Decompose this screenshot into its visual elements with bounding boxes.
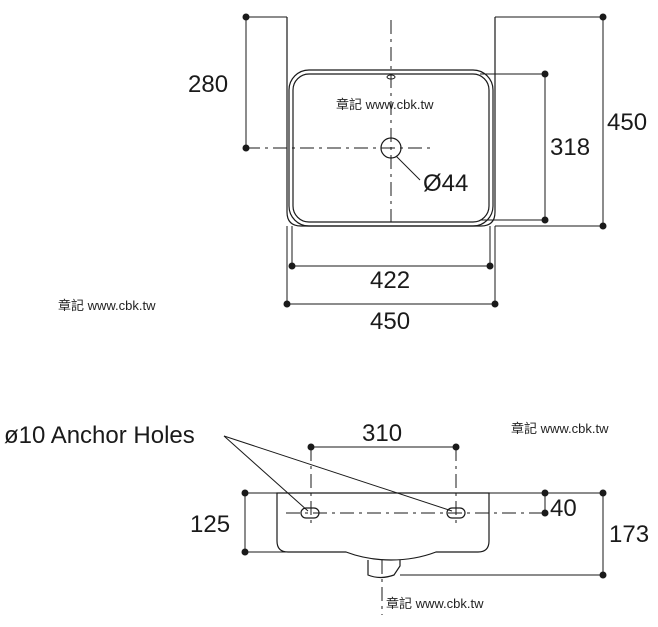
dim-dot xyxy=(491,300,499,308)
dim-label-422: 422 xyxy=(370,267,410,294)
dim-label-450-height: 450 xyxy=(607,109,647,136)
anchor-leader-right xyxy=(223,435,453,512)
watermark-right: 章記 www.cbk.tw xyxy=(511,421,609,436)
dim-dot xyxy=(599,222,607,230)
dim-dot xyxy=(241,489,249,497)
dim-label-310: 310 xyxy=(362,420,402,447)
dim-dot xyxy=(541,216,549,224)
dim-dot xyxy=(283,300,291,308)
watermark-top-center: 章記 www.cbk.tw xyxy=(336,97,434,112)
dim-dot xyxy=(242,13,250,21)
anchor-leader-left xyxy=(223,435,309,512)
dim-label-280: 280 xyxy=(188,71,228,98)
anchor-holes-label: ø10 Anchor Holes xyxy=(4,422,195,449)
dim-dot xyxy=(599,13,607,21)
dim-dot xyxy=(288,262,296,270)
bowl-outer xyxy=(288,69,494,227)
dim-dot xyxy=(307,443,315,451)
dim-dot xyxy=(541,70,549,78)
dim-label-hole: Ø44 xyxy=(423,170,468,197)
dim-label-125: 125 xyxy=(190,511,230,538)
dim-dot xyxy=(599,571,607,579)
dim-label-450-width: 450 xyxy=(370,308,410,335)
dim-dot xyxy=(541,509,549,517)
side-view: ø10 Anchor Holes 310 40 125 173 xyxy=(4,420,649,615)
dim-label-318: 318 xyxy=(550,134,590,161)
dim-dot xyxy=(452,443,460,451)
side-outline xyxy=(276,492,490,561)
watermark-left: 章記 www.cbk.tw xyxy=(58,298,156,313)
top-view: 280 450 318 Ø44 422 450 xyxy=(188,13,647,335)
dim-label-40: 40 xyxy=(550,495,577,522)
hole-leader xyxy=(395,155,421,181)
drain-stub xyxy=(367,560,401,579)
dim-dot xyxy=(241,548,249,556)
dim-dot xyxy=(599,489,607,497)
dim-label-173: 173 xyxy=(609,521,649,548)
watermark-bottom: 章記 www.cbk.tw xyxy=(386,596,484,611)
dim-dot xyxy=(486,262,494,270)
dim-dot xyxy=(242,144,250,152)
